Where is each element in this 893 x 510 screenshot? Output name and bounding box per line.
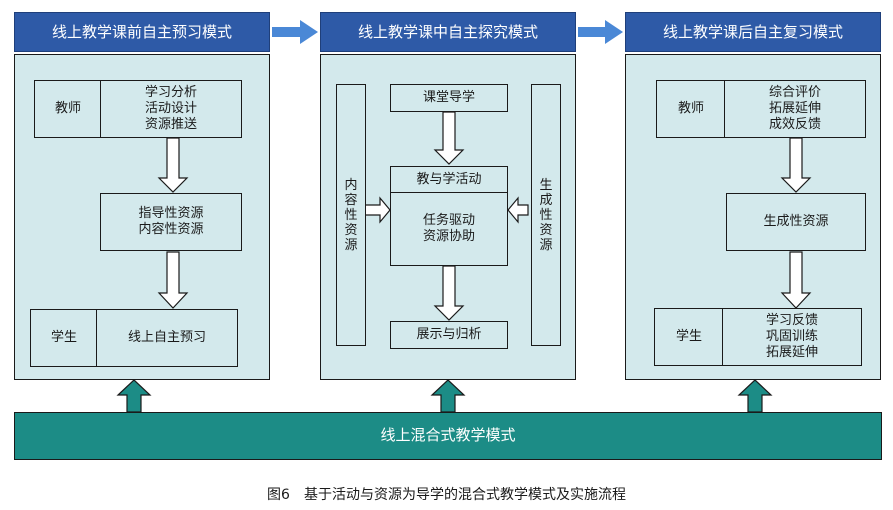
pre-down-arrow-2 xyxy=(157,251,189,309)
content-resources-char: 源 xyxy=(344,237,358,253)
post-task-3: 成效反馈 xyxy=(768,117,821,132)
mid-content-resources: 内容性资源 xyxy=(336,84,366,346)
mid-drive-1: 任务驱动 xyxy=(422,213,475,228)
blended-mode-bar: 线上混合式教学模式 xyxy=(14,412,882,460)
content-resources-char: 性 xyxy=(344,207,358,223)
mid-left-arrow xyxy=(507,196,529,224)
content-resources-char: 容 xyxy=(344,192,358,208)
content-resources-char: 内 xyxy=(344,177,358,193)
post-student-label: 学生 xyxy=(654,308,724,366)
pre-task-3: 资源推送 xyxy=(144,117,197,132)
mid-down-arrow-2 xyxy=(433,265,465,321)
pre-task-2: 活动设计 xyxy=(144,101,197,116)
pre-student-task: 线上自主预习 xyxy=(96,309,238,367)
up-arrow-post xyxy=(737,379,773,413)
generative-resources-char: 成 xyxy=(539,192,553,208)
pre-resource-2: 内容性资源 xyxy=(138,222,204,237)
post-teacher-tasks: 综合评价 拓展延伸 成效反馈 xyxy=(724,80,866,138)
header-arrow-1 xyxy=(272,20,318,44)
post-student-task-1: 学习反馈 xyxy=(765,313,818,328)
pre-resource-1: 指导性资源 xyxy=(138,206,204,221)
mid-show-box: 展示与归析 xyxy=(390,321,508,349)
pre-task-1: 学习分析 xyxy=(144,85,197,100)
up-arrow-mid xyxy=(430,379,466,413)
pre-student-label: 学生 xyxy=(30,309,98,367)
mid-drive-box: 任务驱动 资源协助 xyxy=(390,192,508,266)
pre-down-arrow-1 xyxy=(157,137,189,193)
pre-class-header: 线上教学课前自主预习模式 xyxy=(14,12,270,52)
content-resources-char: 资 xyxy=(344,222,358,238)
post-teacher-label: 教师 xyxy=(656,80,726,138)
post-class-header: 线上教学课后自主复习模式 xyxy=(625,12,881,52)
pre-teacher-tasks: 学习分析 活动设计 资源推送 xyxy=(100,80,242,138)
mid-down-arrow-1 xyxy=(433,111,465,165)
mid-right-arrow xyxy=(364,196,391,224)
generative-resources-char: 源 xyxy=(539,237,553,253)
mid-drive-2: 资源协助 xyxy=(422,229,475,244)
post-task-2: 拓展延伸 xyxy=(768,101,821,116)
post-student-tasks: 学习反馈 巩固训练 拓展延伸 xyxy=(722,308,862,366)
post-student-task-2: 巩固训练 xyxy=(765,329,818,344)
figure-caption: 图6 基于活动与资源为导学的混合式教学模式及实施流程 xyxy=(267,487,626,503)
pre-resources-box: 指导性资源 内容性资源 xyxy=(100,193,242,251)
post-student-task-3: 拓展延伸 xyxy=(765,345,818,360)
mid-activity-box: 教与学活动 xyxy=(390,166,508,194)
post-down-arrow-2 xyxy=(780,251,812,309)
pre-teacher-label: 教师 xyxy=(34,80,102,138)
mid-guide-box: 课堂导学 xyxy=(390,84,508,112)
up-arrow-pre xyxy=(116,379,152,413)
post-resource-box: 生成性资源 xyxy=(726,193,866,251)
generative-resources-char: 资 xyxy=(539,222,553,238)
mid-generative-resources: 生成性资源 xyxy=(531,84,561,346)
generative-resources-char: 性 xyxy=(539,207,553,223)
post-task-1: 综合评价 xyxy=(768,85,821,100)
in-class-header: 线上教学课中自主探究模式 xyxy=(320,12,576,52)
header-arrow-2 xyxy=(578,20,623,44)
post-down-arrow-1 xyxy=(780,137,812,193)
generative-resources-char: 生 xyxy=(539,177,553,193)
